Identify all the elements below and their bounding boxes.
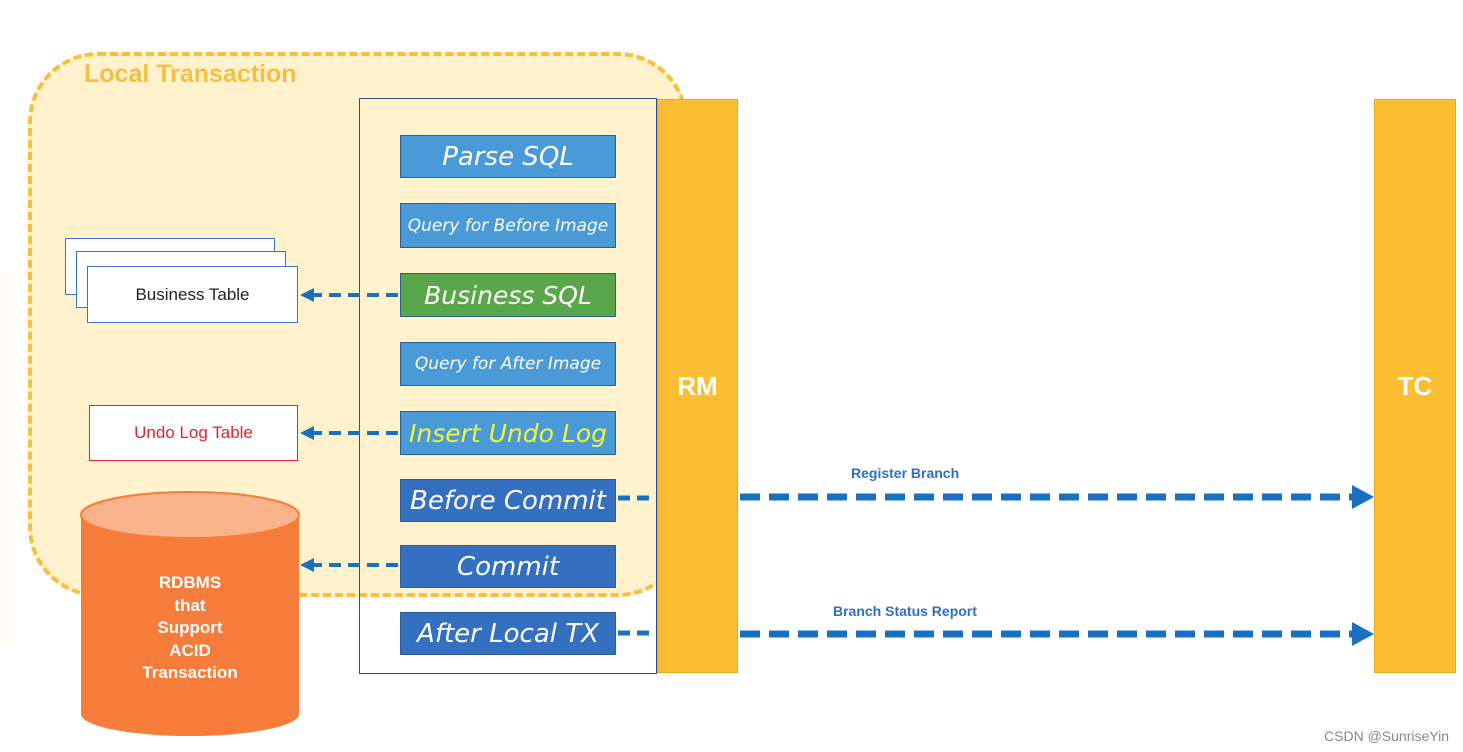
arrow-register-branch: [740, 485, 1374, 509]
step-insert-undo-log-label: Insert Undo Log: [409, 418, 607, 448]
tc-bar: TC: [1374, 99, 1456, 673]
step-query-before-image-label: Query for Before Image: [407, 215, 609, 236]
branch-status-report-label: Branch Status Report: [833, 603, 977, 619]
business-table-label: Business Table: [135, 284, 250, 304]
step-query-after-image-label: Query for After Image: [414, 354, 602, 374]
step-after-local-tx: After Local TX: [400, 612, 616, 655]
rdbms-cylinder: [80, 491, 300, 736]
arrow-insert-undo-log: [300, 426, 398, 440]
arrow-business-sql: [300, 288, 398, 302]
step-before-commit-label: Before Commit: [410, 485, 606, 516]
watermark: CSDN @SunriseYin: [1324, 728, 1449, 744]
step-insert-undo-log: Insert Undo Log: [400, 411, 616, 455]
arrow-commit: [300, 558, 398, 572]
step-business-sql-label: Business SQL: [424, 280, 592, 310]
rm-bar: RM: [657, 99, 738, 673]
step-commit: Commit: [400, 545, 616, 588]
arrow-branch-status-report: [740, 622, 1374, 646]
step-query-after-image: Query for After Image: [400, 342, 616, 386]
register-branch-label: Register Branch: [851, 465, 960, 481]
step-after-local-tx-label: After Local TX: [417, 618, 599, 649]
rdbms-line-1: RDBMS: [158, 573, 222, 592]
rdbms-line-4: ACID: [169, 640, 211, 660]
rdbms-line-2: that: [174, 595, 206, 615]
tc-label: TC: [1397, 370, 1433, 401]
rm-stage-frame: [359, 98, 657, 674]
undo-log-table: Undo Log Table: [89, 405, 298, 461]
step-commit-label: Commit: [456, 551, 560, 582]
business-table: Business Table: [87, 266, 298, 323]
left-edge-strip: [0, 275, 9, 645]
rdbms-label: RDBMS that Support ACID Transaction: [120, 572, 260, 685]
undo-log-table-label: Undo Log Table: [134, 423, 253, 442]
step-query-before-image: Query for Before Image: [400, 203, 616, 248]
rdbms-line-3: Support: [157, 618, 223, 637]
step-parse-sql: Parse SQL: [400, 135, 616, 178]
step-parse-sql-label: Parse SQL: [442, 141, 574, 172]
step-business-sql: Business SQL: [400, 273, 616, 317]
step-before-commit: Before Commit: [400, 479, 616, 522]
rdbms-line-5: Transaction: [142, 663, 238, 682]
rm-label: RM: [677, 370, 718, 401]
local-transaction-title: Local Transaction: [84, 60, 297, 88]
